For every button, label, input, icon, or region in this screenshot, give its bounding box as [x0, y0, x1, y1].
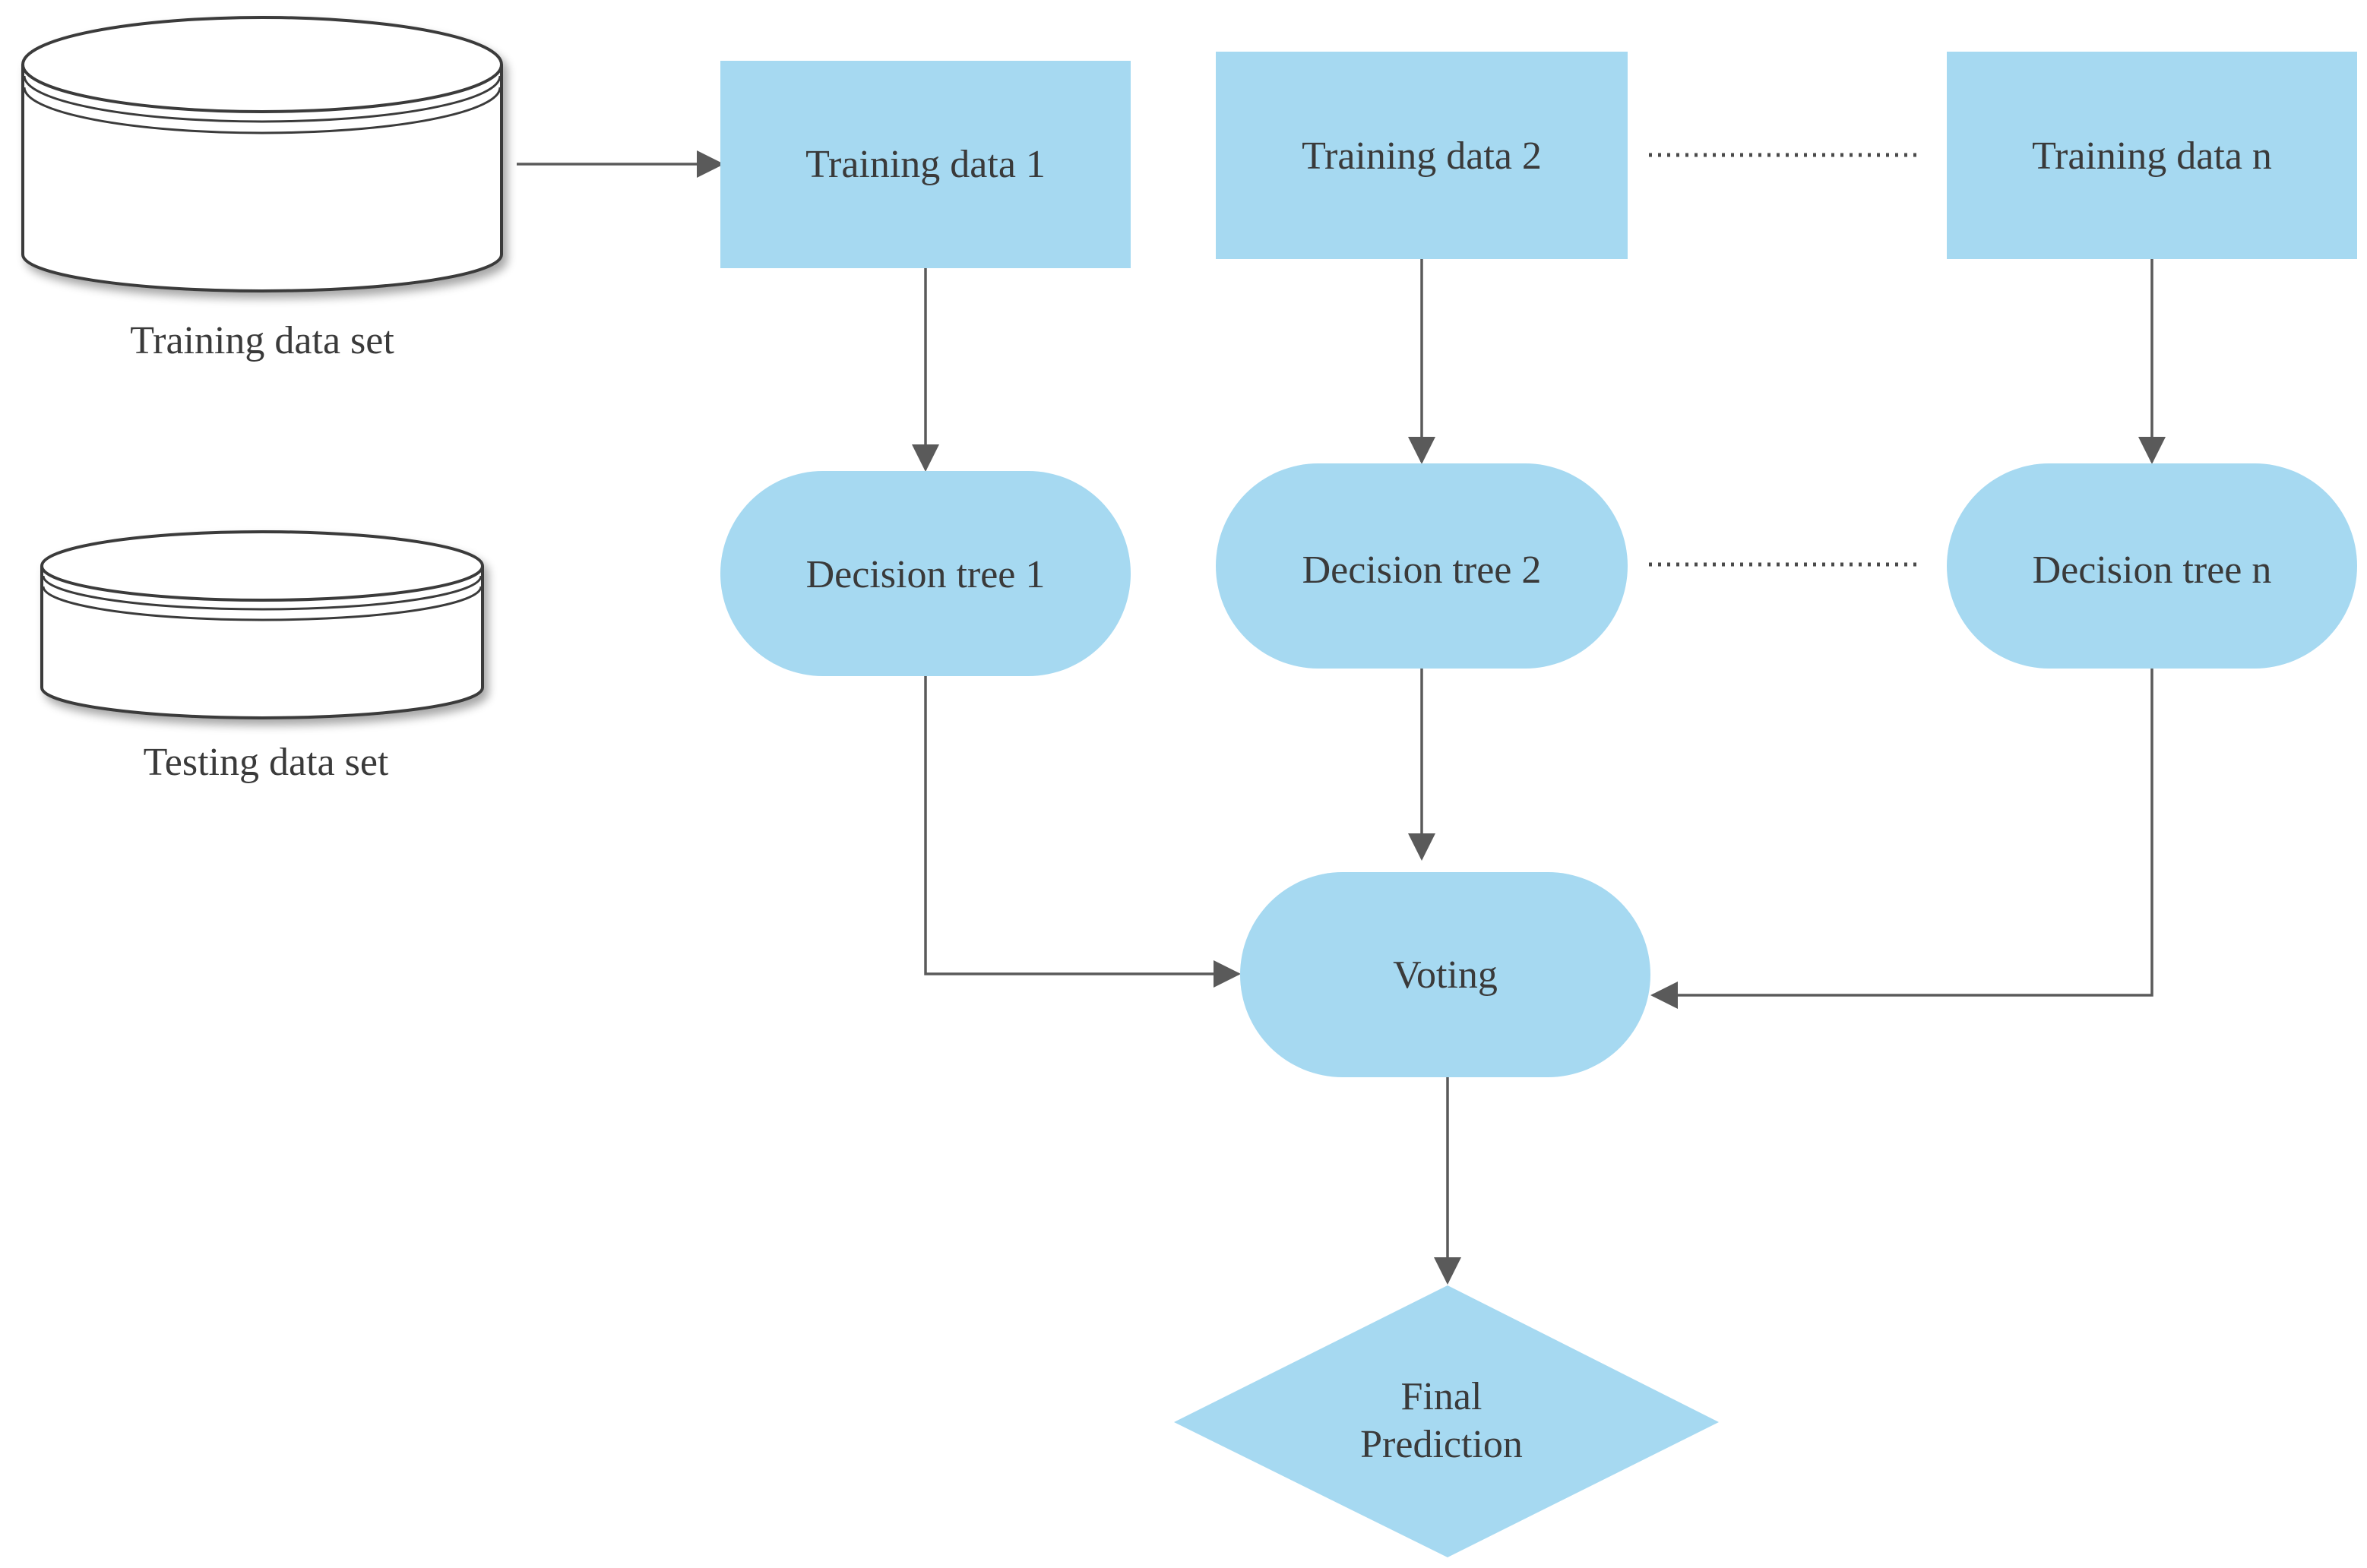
- training-subset-n-label: Training data n: [2032, 134, 2272, 178]
- decision-tree-n: Decision tree n: [1947, 463, 2357, 669]
- final-prediction-line2: Prediction: [1360, 1423, 1523, 1466]
- training-subset-1: Training data 1: [720, 61, 1131, 268]
- training-subset-2: Training data 2: [1216, 52, 1628, 259]
- training-subset-2-label: Training data 2: [1302, 134, 1542, 178]
- training-subset-1-label: Training data 1: [805, 143, 1046, 186]
- final-prediction-node: Final Prediction: [1174, 1285, 1719, 1557]
- training-dataset-icon: [21, 16, 503, 292]
- final-prediction-line1: Final: [1401, 1375, 1483, 1418]
- training-dataset-label: Training data set: [130, 319, 394, 362]
- arrow-tree-1-to-voting: [924, 676, 1241, 988]
- decision-tree-1: Decision tree 1: [720, 471, 1131, 676]
- voting-node: Voting: [1240, 872, 1650, 1077]
- testing-dataset-label: Testing data set: [144, 741, 389, 784]
- training-subset-n: Training data n: [1947, 52, 2357, 259]
- arrow-tree-n-to-voting: [1650, 669, 2153, 1009]
- decision-tree-2: Decision tree 2: [1216, 463, 1628, 669]
- decision-tree-1-label: Decision tree 1: [806, 553, 1046, 596]
- decision-tree-2-label: Decision tree 2: [1302, 548, 1542, 592]
- decision-tree-n-label: Decision tree n: [2033, 548, 2272, 592]
- voting-label: Voting: [1393, 953, 1498, 997]
- testing-dataset-icon: [40, 530, 484, 719]
